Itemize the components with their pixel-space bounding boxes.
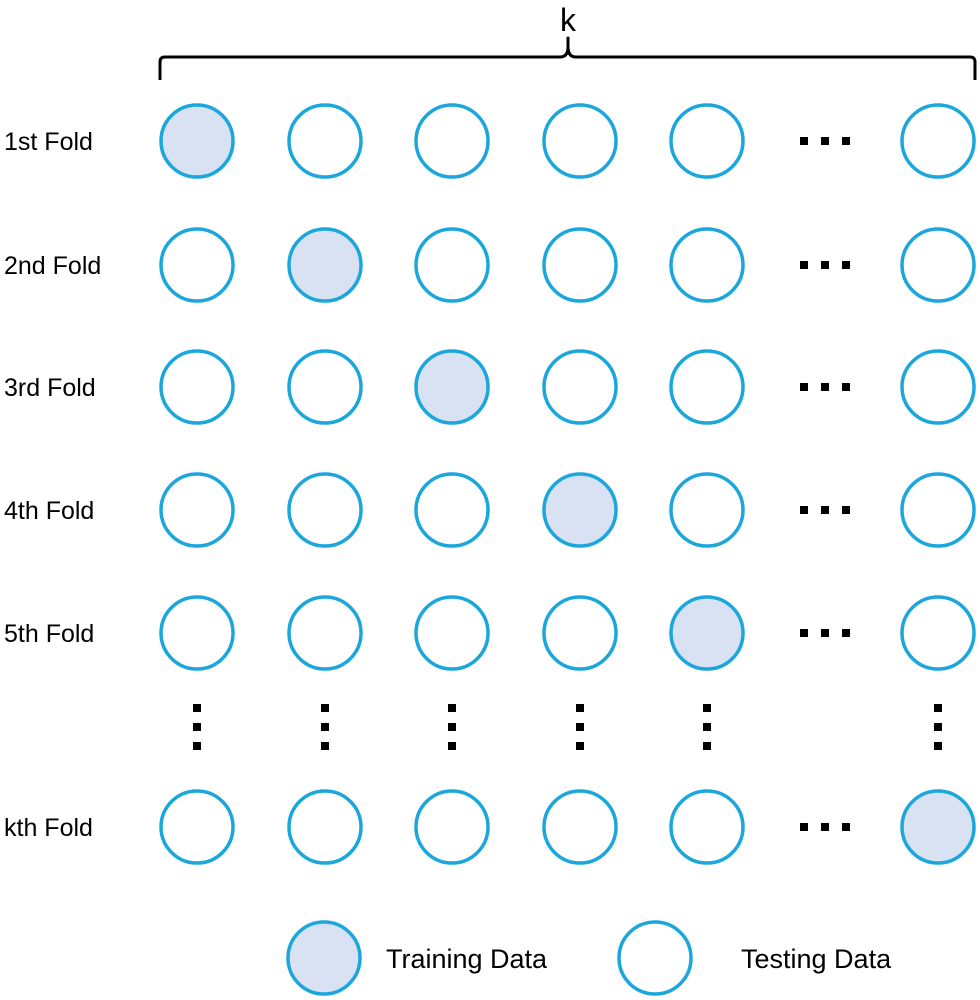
- testing-circle: [542, 103, 618, 179]
- testing-circle: [414, 227, 490, 303]
- testing-circle: [287, 349, 363, 425]
- testing-circle: [669, 789, 745, 865]
- legend-training-swatch: [286, 920, 362, 996]
- testing-circle: [287, 472, 363, 548]
- fold-rows: 1st Fold 2nd Fold 3rd Fold 4th Fold 5th Fold…: [4, 103, 976, 865]
- horizontal-ellipsis: [800, 261, 850, 269]
- fold-row: 3rd Fold: [4, 349, 976, 425]
- testing-circle: [159, 349, 235, 425]
- fold-row: kth Fold: [4, 789, 976, 865]
- fold-row: 5th Fold: [4, 595, 976, 671]
- horizontal-ellipsis: [800, 506, 850, 514]
- fold-label: 3rd Fold: [4, 374, 96, 402]
- testing-circle: [669, 227, 745, 303]
- training-circle: [159, 103, 235, 179]
- fold-label: kth Fold: [4, 814, 93, 842]
- testing-circle: [900, 227, 976, 303]
- testing-circle: [900, 349, 976, 425]
- legend-testing-swatch: [617, 920, 693, 996]
- k-label: k: [560, 2, 577, 38]
- testing-circle: [287, 789, 363, 865]
- training-circle: [542, 472, 618, 548]
- testing-circle: [669, 103, 745, 179]
- vertical-ellipsis: [576, 704, 584, 750]
- testing-circle: [159, 595, 235, 671]
- testing-circle: [542, 227, 618, 303]
- testing-circle: [542, 349, 618, 425]
- fold-label: 5th Fold: [4, 620, 94, 648]
- legend-testing-label: Testing Data: [741, 944, 892, 974]
- testing-circle: [900, 595, 976, 671]
- testing-circle: [159, 472, 235, 548]
- vertical-ellipsis: [448, 704, 456, 750]
- testing-circle: [900, 103, 976, 179]
- horizontal-ellipsis: [800, 137, 850, 145]
- testing-circle: [414, 103, 490, 179]
- testing-circle: [287, 595, 363, 671]
- fold-label: 2nd Fold: [4, 252, 101, 280]
- fold-row: 4th Fold: [4, 472, 976, 548]
- testing-circle: [414, 789, 490, 865]
- testing-circle: [669, 349, 745, 425]
- vertical-ellipsis: [934, 704, 942, 750]
- testing-circle: [287, 103, 363, 179]
- training-circle: [414, 349, 490, 425]
- testing-circle: [159, 789, 235, 865]
- training-circle: [669, 595, 745, 671]
- testing-circle: [900, 472, 976, 548]
- testing-circle: [542, 789, 618, 865]
- fold-row: 2nd Fold: [4, 227, 976, 303]
- testing-circle: [542, 595, 618, 671]
- vertical-ellipsis: [703, 704, 711, 750]
- vertical-ellipsis: [193, 704, 201, 750]
- horizontal-ellipsis: [800, 629, 850, 637]
- horizontal-ellipsis: [800, 823, 850, 831]
- horizontal-ellipsis: [800, 383, 850, 391]
- training-circle: [900, 789, 976, 865]
- legend: Training Data Testing Data: [286, 920, 892, 996]
- fold-label: 1st Fold: [4, 128, 93, 156]
- testing-circle: [414, 472, 490, 548]
- testing-circle: [669, 472, 745, 548]
- vertical-ellipsis: [321, 704, 329, 750]
- k-brace: [158, 36, 977, 80]
- testing-circle: [159, 227, 235, 303]
- fold-label: 4th Fold: [4, 497, 94, 525]
- vertical-ellipsis-row: [193, 704, 942, 750]
- fold-row: 1st Fold: [4, 103, 976, 179]
- testing-circle: [414, 595, 490, 671]
- legend-training-label: Training Data: [386, 944, 548, 974]
- training-circle: [287, 227, 363, 303]
